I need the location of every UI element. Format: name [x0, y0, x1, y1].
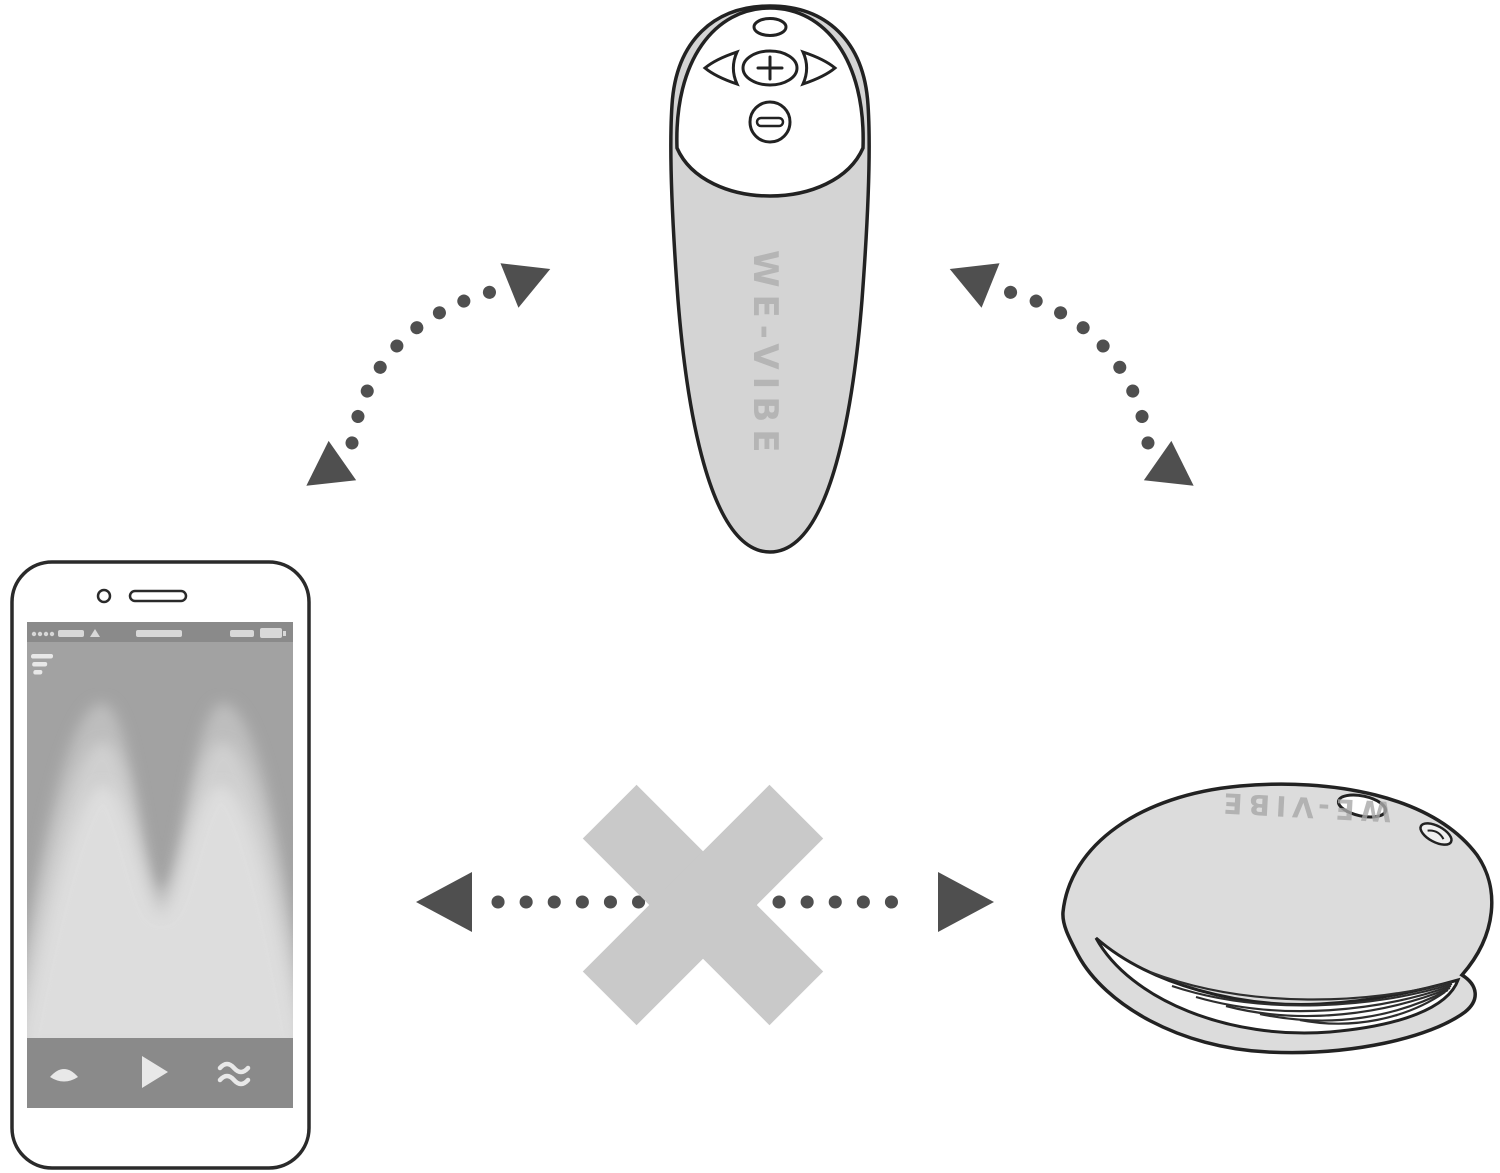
phone-screen	[27, 622, 293, 1108]
remote-brand-logo: WE-VIBE	[745, 250, 785, 459]
ripple-lines-icon	[1149, 970, 1453, 1025]
arrowhead-right-icon	[938, 872, 994, 932]
dotted-arc	[345, 283, 505, 450]
time-block	[136, 630, 182, 637]
battery-icon	[260, 628, 282, 638]
wave-layer-front	[27, 785, 293, 1038]
phone-remote-link-arrow	[306, 263, 551, 486]
camera-icon	[96, 588, 112, 604]
menu-filter-icon	[30, 654, 54, 675]
carrier-block	[58, 630, 84, 637]
minus-icon	[755, 116, 785, 128]
arrowhead-up-icon	[500, 263, 551, 308]
bottom-bar-icons	[50, 1056, 251, 1088]
wave-visualization	[27, 703, 293, 1038]
wearable-gap	[1094, 936, 1461, 1035]
arrowhead-down-icon	[1143, 440, 1194, 486]
speaker-icon	[128, 589, 188, 603]
signal-icon	[37, 631, 43, 637]
remote-right-arrow-button	[800, 49, 838, 87]
remote-control: WE-VIBE	[669, 4, 871, 554]
blocked-cross-icon	[582, 784, 824, 1026]
wearable-button	[1336, 793, 1388, 819]
arrowhead-up-icon	[949, 263, 1000, 308]
signal-icon	[43, 631, 49, 637]
remote-power-button	[752, 17, 788, 37]
dotted-arc	[995, 283, 1155, 450]
play-icon	[142, 1056, 168, 1088]
remote-wearable-link-arrow	[949, 263, 1194, 486]
cross-bar	[582, 784, 824, 1026]
charge-port-icon	[1419, 822, 1453, 846]
wearable-device: WE-VIBE	[1061, 782, 1494, 1055]
pulse-icon	[50, 1069, 78, 1082]
smartphone	[10, 560, 311, 1170]
status-bar-icons	[31, 628, 286, 638]
arrowhead-down-icon	[306, 440, 357, 486]
arrowhead-left-icon	[416, 872, 472, 932]
waves-icon	[217, 1061, 251, 1087]
signal-icon	[49, 631, 55, 637]
percent-block	[230, 630, 254, 637]
signal-icon	[31, 631, 37, 637]
phone-wearable-blocked-link	[416, 784, 994, 1026]
wifi-icon	[90, 629, 100, 637]
battery-nub	[283, 631, 286, 636]
remote-left-arrow-button	[702, 49, 740, 87]
plus-icon	[756, 55, 784, 81]
